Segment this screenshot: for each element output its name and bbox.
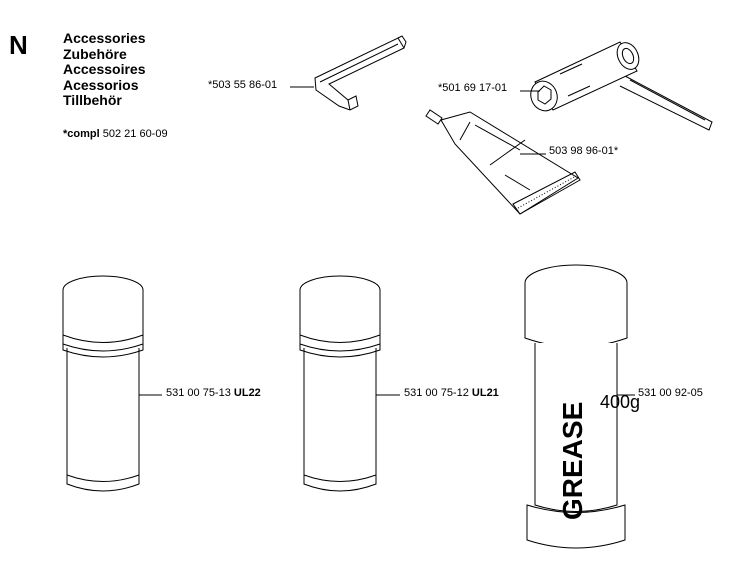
spray-can-1-number: 531 00 75-13 <box>166 387 231 399</box>
title-swedish: Tillbehör <box>63 92 122 108</box>
spray-can-2-code: UL21 <box>471 387 499 399</box>
section-letter: N <box>9 30 28 60</box>
combi-wrench-illustration <box>530 41 713 131</box>
spray-can-1-part-label: 531 00 75-13 UL22 <box>166 387 261 399</box>
grease-cartridge-print-main: GREASE <box>557 402 588 520</box>
hex-key-part-number: *503 55 86-01 <box>208 79 278 91</box>
title-french: Accessoires <box>63 61 146 77</box>
spray-can-2-part-label: 531 00 75-12 UL21 <box>404 387 499 399</box>
grease-tube-illustration <box>425 109 581 215</box>
combi-wrench-part-number: *501 69 17-01 <box>438 82 508 94</box>
section-titles: Accessories Zubehöre Accessoires Acessor… <box>63 30 146 109</box>
grease-cartridge-illustration <box>524 264 628 549</box>
compl-number: 502 21 60-09 <box>102 128 168 140</box>
spray-can-2-illustration <box>299 275 381 492</box>
spray-can-1-code: UL22 <box>233 387 261 399</box>
title-english: Accessories <box>63 30 146 46</box>
spray-can-2-number: 531 00 75-12 <box>404 387 469 399</box>
spray-can-1-illustration <box>62 275 144 492</box>
grease-cartridge-print: GREASE 400g <box>557 392 640 520</box>
grease-cartridge-print-weight: 400g <box>600 392 640 412</box>
grease-cartridge-part-number: 531 00 92-05 <box>638 387 703 399</box>
title-german: Zubehöre <box>63 45 127 62</box>
title-spanish: Acessorios <box>63 76 139 93</box>
hex-key-illustration <box>314 35 407 111</box>
grease-tube-part-number: 503 98 96-01* <box>549 145 619 157</box>
compl-prefix: *compl <box>63 128 100 140</box>
complete-kit-note: *compl 502 21 60-09 <box>63 128 168 140</box>
